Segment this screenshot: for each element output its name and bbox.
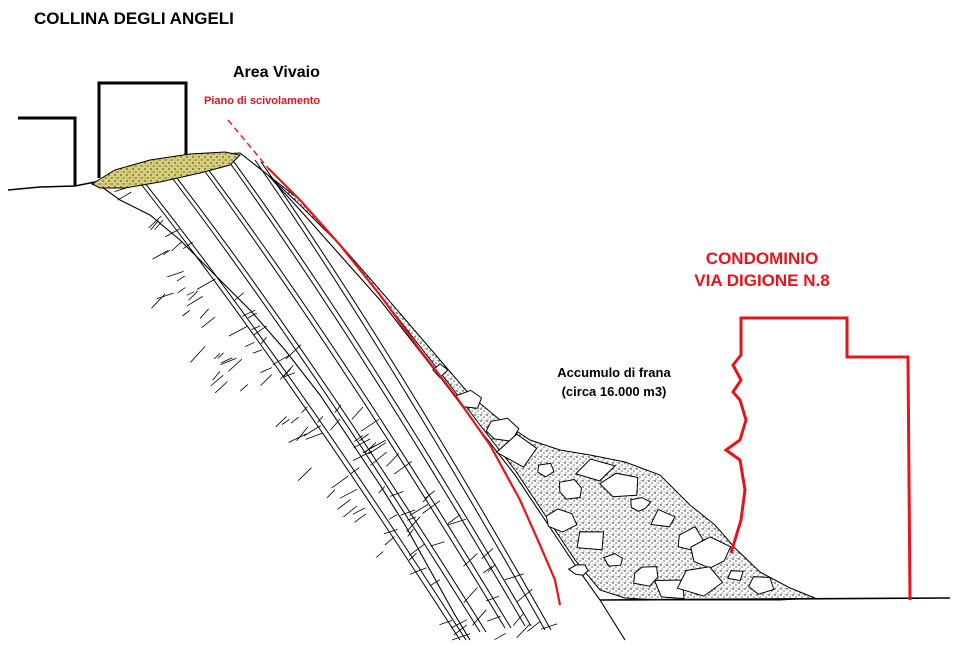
condominio-label-line1: CONDOMINIO — [705, 249, 819, 268]
building-vivaio — [97, 81, 188, 178]
sliding-plane — [227, 119, 269, 169]
accumulo-label: Accumulo di frana (circa 16.000 m3) — [529, 363, 699, 401]
condominio-label-line2: VIA DIGIONE N.8 — [694, 271, 830, 290]
accumulo-label-line1: Accumulo di frana — [557, 365, 671, 380]
landslide-debris — [267, 174, 816, 601]
ground-line — [599, 597, 951, 601]
building-condominio — [723, 316, 912, 601]
sliding-plane-solid — [267, 167, 562, 606]
area-vivaio-label: Area Vivaio — [233, 64, 320, 81]
building-left-small — [18, 116, 77, 186]
ground-left — [7, 181, 96, 191]
condominio-label: CONDOMINIO VIA DIGIONE N.8 — [662, 248, 862, 292]
page-title: COLLINA DEGLI ANGELI — [34, 9, 234, 28]
sliding-plane-label: Piano di scivolamento — [204, 95, 321, 107]
rock-joints — [114, 187, 558, 641]
rock-bedding-layers — [129, 155, 552, 641]
debris-blocks — [432, 363, 775, 600]
accumulo-label-line2: (circa 16.000 m3) — [561, 384, 667, 399]
topsoil-cap — [90, 151, 242, 189]
